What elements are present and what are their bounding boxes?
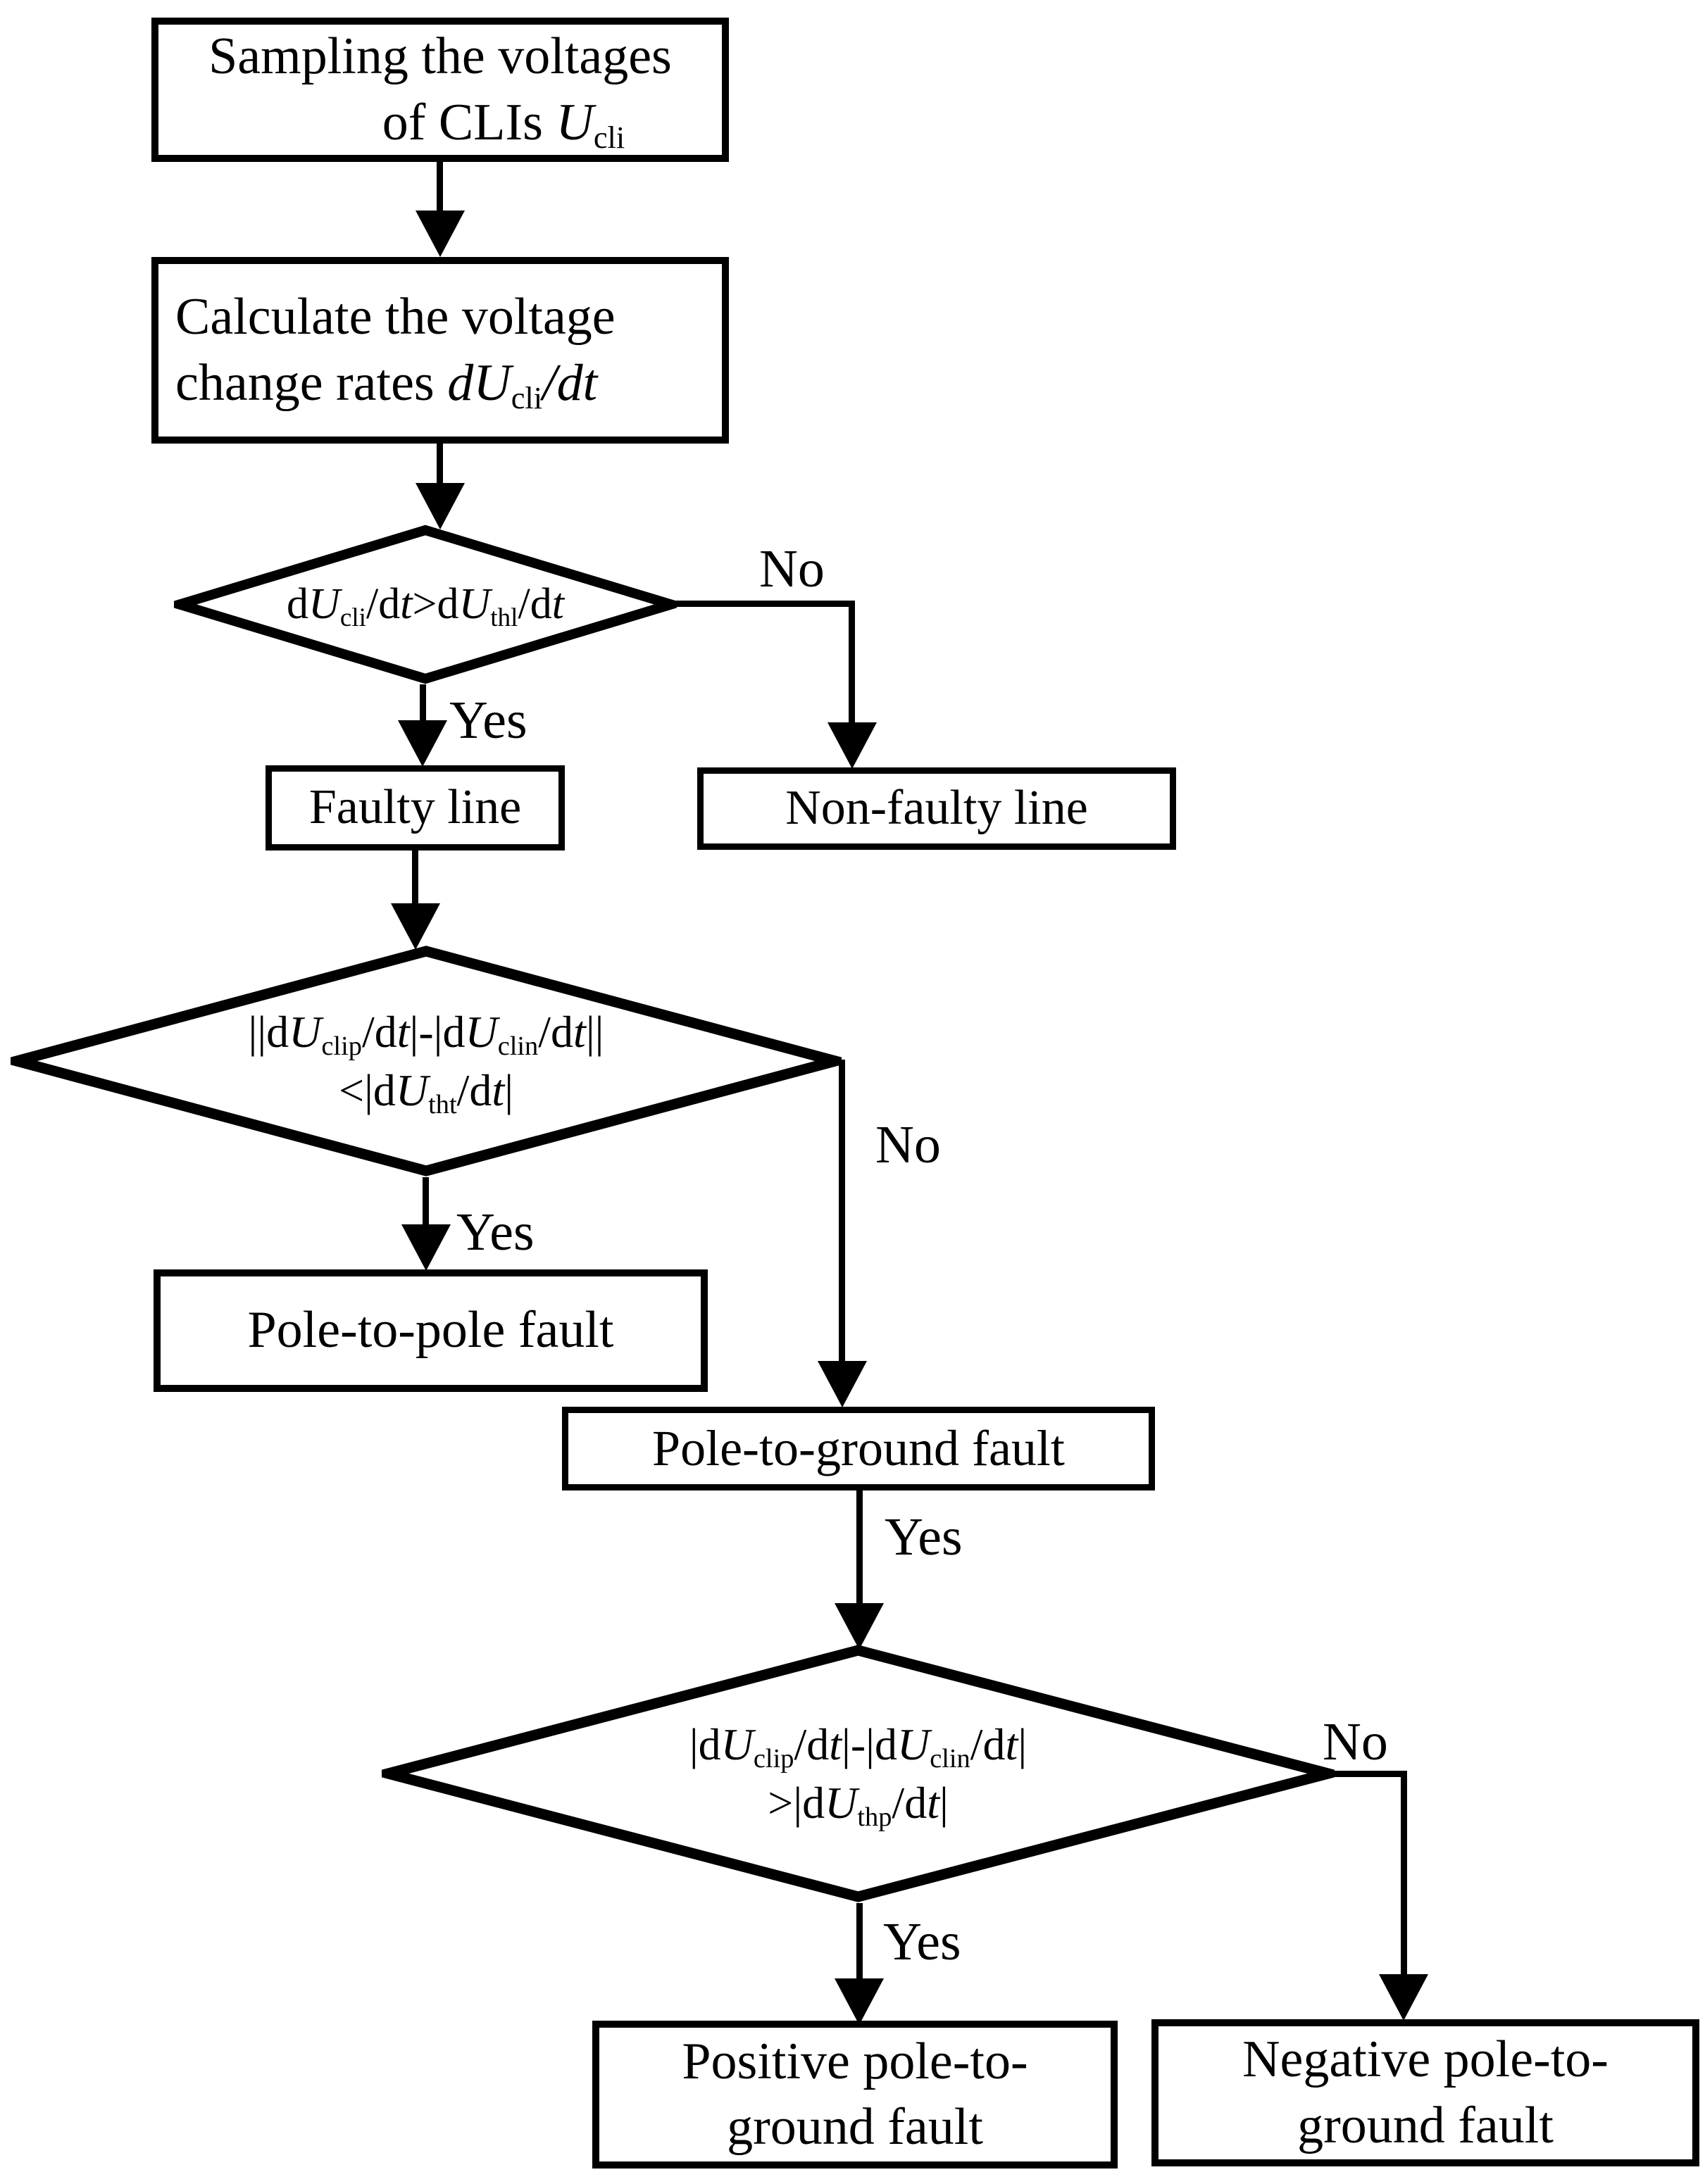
arrowhead-down-icon [416,483,465,529]
arrowhead-down-icon [416,211,465,257]
edge-calculate-to-decision1 [437,444,443,486]
edge-label-yes-2: Yes [456,1203,535,1262]
node-faulty-line-label: Faulty line [308,780,522,835]
edge-faulty-to-decision2 [412,851,418,907]
decision-positive-threshold: |dUclip/dt|-|dUclin/dt| >|dUthp/dt| [382,1644,1335,1903]
node-faulty-line: Faulty line [266,765,565,851]
edge-label-no-3: No [1323,1712,1388,1771]
edge-sampling-to-calculate [437,162,443,213]
decision2-formula-line2: <|dUtht/dt| [338,1065,514,1119]
edge-decision3-no-drop [1401,1771,1407,1977]
decision2-formula-line1: ||dUclip/dt|-|dUclin/dt|| [248,1006,604,1061]
edge-decision2-yes [423,1177,429,1226]
arrowhead-down-icon [818,1361,867,1407]
decision-pole-difference: ||dUclip/dt|-|dUclin/dt|| <|dUtht/dt| [11,945,842,1177]
node-positive-ptg-fault: Positive pole-to- ground fault [592,2021,1118,2169]
edge-decision3-no [1335,1771,1406,1777]
node-pole-to-pole-fault: Pole-to-pole fault [154,1269,708,1392]
edge-label-yes-3: Yes [885,1507,963,1567]
edge-label-no-1: No [759,539,825,598]
arrowhead-down-icon [391,903,440,950]
arrowhead-down-icon [401,1224,451,1271]
arrowhead-down-icon [1379,1974,1428,2021]
node-calculate-line2: change rates dUcli/dt [175,353,598,415]
edge-decision1-yes [420,684,426,723]
edge-label-no-2: No [875,1115,941,1174]
decision3-formula-line1: |dUclip/dt|-|dUclin/dt| [689,1719,1028,1774]
node-positive-ptg-line2: ground fault [727,2098,983,2156]
diamond-shape [382,1645,1335,1902]
node-pole-to-pole-label: Pole-to-pole fault [247,1301,614,1360]
arrowhead-down-icon [835,1978,884,2025]
diamond-shape [11,946,842,1176]
node-positive-ptg-line1: Positive pole-to- [682,2032,1028,2090]
diamond-shape [174,525,677,684]
edge-label-yes-4: Yes [883,1912,961,1971]
decision1-formula: dUcli/dt>dUthl/dt [287,580,564,632]
node-non-faulty-line: Non-faulty line [697,767,1176,850]
edge-poletoground-to-decision3 [856,1490,863,1606]
node-sampling-line1: Sampling the voltages [208,27,672,86]
node-calculate: Calculate the voltage change rates dUcli… [151,257,729,444]
edge-decision1-no-drop [849,601,855,725]
node-sampling: Sampling the voltages of CLIs Ucli [151,18,729,162]
edge-decision2-no [839,1060,845,1364]
arrowhead-down-icon [827,722,877,769]
decision-du-threshold: dUcli/dt>dUthl/dt [174,525,677,684]
node-negative-ptg-fault: Negative pole-to- ground fault [1151,2019,1699,2166]
node-negative-ptg-line1: Negative pole-to- [1242,2031,1609,2089]
node-pole-to-ground-fault: Pole-to-ground fault [562,1407,1155,1490]
arrowhead-down-icon [398,720,447,767]
decision3-formula-line2: >|dUthp/dt| [768,1778,949,1832]
node-pole-to-ground-label: Pole-to-ground fault [652,1420,1065,1477]
node-non-faulty-line-label: Non-faulty line [785,781,1088,836]
edge-decision1-no [673,601,855,607]
node-negative-ptg-line2: ground fault [1297,2096,1554,2154]
arrowhead-down-icon [835,1603,884,1650]
edge-label-yes-1: Yes [449,691,527,750]
edge-decision3-yes [856,1903,863,1981]
node-calculate-line1: Calculate the voltage [175,288,616,346]
node-sampling-line2: of CLIs Ucli [382,93,625,155]
